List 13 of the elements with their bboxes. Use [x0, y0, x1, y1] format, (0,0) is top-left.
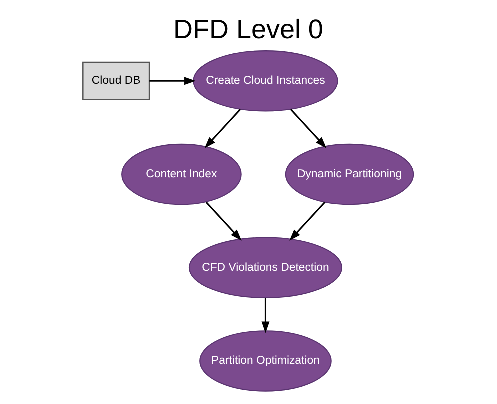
node-ellipse: Content Index — [122, 144, 242, 206]
node-ellipse: Dynamic Partitioning — [285, 144, 414, 206]
arrow — [290, 202, 326, 241]
arrow — [262, 298, 270, 334]
arrow — [204, 109, 242, 148]
arrow — [206, 202, 242, 241]
node-ellipse: Create Cloud Instances — [193, 50, 338, 112]
node-box: Cloud DB — [82, 62, 150, 100]
node-ellipse: Partition Optimization — [200, 330, 332, 392]
diagram-title: DFD Level 0 — [174, 14, 324, 44]
arrow — [290, 109, 327, 148]
arrow — [150, 77, 196, 86]
node-ellipse: CFD Violations Detection — [188, 237, 342, 298]
